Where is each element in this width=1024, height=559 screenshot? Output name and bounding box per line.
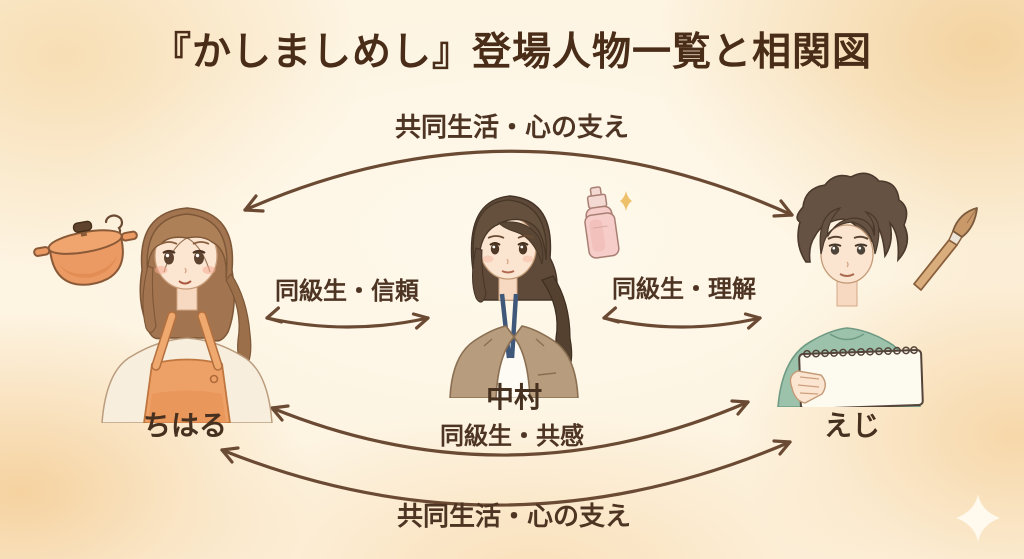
chiharu-blush-right: [202, 266, 216, 274]
chiharu-apron-button: [209, 374, 219, 384]
arrow-middle-left: [265, 306, 430, 330]
eji-mouth: [839, 273, 855, 277]
chiharu-eye-right: [194, 251, 204, 265]
chiharu-eyelashes: [162, 249, 206, 254]
eji-eye-highlight-left: [832, 246, 836, 250]
character-name-eji: えじ: [823, 410, 881, 441]
nakamura-eyebrows: [487, 235, 535, 239]
chiharu-apron-strap-right-fill: [198, 312, 222, 370]
arrow-bottom-outer-arc: [220, 439, 792, 507]
eji-bangs: [819, 206, 880, 255]
chiharu-mouth: [178, 280, 192, 285]
nakamura-eye-highlight-left: [492, 245, 496, 249]
nakamura-eye-left: [490, 243, 500, 255]
page-title: 『かしましめし』登場人物一覧と相関図: [151, 31, 872, 74]
nakamura-blush-left: [482, 255, 494, 263]
nakamura-lapel-lines: [483, 338, 557, 376]
paintbrush-icon: [913, 207, 978, 291]
eji-eyelids: [828, 243, 868, 247]
chiharu-eye-highlight-right: [195, 253, 200, 258]
arrow-top-arc: [243, 149, 794, 218]
nakamura-blush-right: [522, 255, 534, 263]
chiharu-side-lock-left: [142, 265, 157, 334]
nakamura-side-bang: [498, 221, 544, 265]
relationship-label-classmates-understanding: 同級生・理解: [612, 276, 756, 303]
gold-sparkle-icon: [620, 191, 632, 211]
nakamura-blazer-right: [512, 325, 579, 398]
chiharu-apron-shade: [148, 390, 226, 423]
character-portrait-eji: [777, 172, 924, 407]
character-name-chiharu: ちはる: [142, 410, 228, 441]
relationship-label-classmates-trust: 同級生・信頼: [275, 278, 419, 305]
chiharu-apron-strap-left-fill: [152, 312, 176, 370]
nakamura-eye-highlight-right: [520, 245, 524, 249]
eji-eyebrows: [827, 235, 869, 240]
eji-hand-fingers: [797, 376, 820, 395]
nakamura-eye-right: [518, 243, 528, 255]
cooking-pot-icon: [33, 214, 138, 286]
cosmetic-bottle-icon: [584, 186, 632, 259]
nakamura-eyelashes: [489, 242, 529, 246]
eji-eye-highlight-right: [858, 246, 862, 250]
relationship-label-cohabitation-top: 共同生活・心の支え: [394, 112, 630, 142]
eji-collar: [829, 333, 865, 341]
nakamura-side-lock-left: [472, 247, 487, 303]
nakamura-mouth: [501, 270, 515, 274]
arrow-middle-right: [602, 306, 762, 330]
chiharu-blush-left: [154, 266, 168, 274]
eji-eye-right: [856, 245, 866, 255]
nakamura-nose: [506, 258, 509, 265]
chiharu-eye-left: [164, 251, 174, 265]
chiharu-eye-highlight-left: [165, 253, 170, 258]
eji-eye-left: [830, 245, 840, 255]
character-name-nakamura: 中村: [485, 382, 543, 413]
chiharu-eyebrows: [160, 241, 210, 245]
arrow-bottom-inner-arc: [270, 399, 750, 457]
character-portrait-nakamura: [449, 195, 579, 398]
relationship-label-classmates-empathy: 同級生・共感: [440, 423, 584, 450]
sketchbook-spiral-binding: [803, 346, 918, 358]
white-sparkle-icon: [956, 494, 1000, 542]
chiharu-nose: [184, 267, 187, 274]
character-portrait-chiharu: [101, 207, 273, 423]
nakamura-blazer-left: [449, 325, 516, 398]
relationship-label-cohabitation-bottom: 共同生活・心の支え: [396, 501, 632, 531]
eji-nose: [846, 261, 849, 268]
